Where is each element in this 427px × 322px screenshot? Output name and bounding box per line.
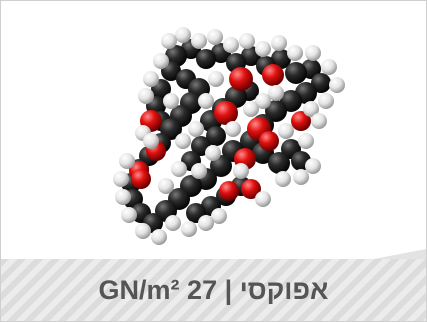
hydrogen-atom xyxy=(255,41,271,57)
hydrogen-atom xyxy=(293,169,309,185)
carbon-atom xyxy=(265,100,287,122)
hydrogen-atom xyxy=(143,133,159,149)
hydrogen-atom xyxy=(329,77,345,93)
oxygen-atom xyxy=(262,64,284,86)
hydrogen-atom xyxy=(158,178,174,194)
oxygen-atom xyxy=(259,131,279,151)
hydrogen-atom xyxy=(211,208,227,224)
oxygen-atom xyxy=(229,67,253,91)
molecule-model-graphic xyxy=(113,27,345,245)
hydrogen-atom xyxy=(275,171,291,187)
hydrogen-atom xyxy=(121,207,137,223)
hydrogen-atom xyxy=(311,113,327,129)
hydrogen-atom xyxy=(191,33,207,49)
hydrogen-atom xyxy=(198,215,214,231)
hydrogen-atom xyxy=(225,121,241,137)
carbon-atom xyxy=(311,73,331,93)
carbon-atom xyxy=(271,49,291,69)
caption-corner-fold xyxy=(374,249,426,259)
hydrogen-atom xyxy=(223,37,239,53)
molecule-image xyxy=(1,1,426,259)
hydrogen-atom xyxy=(151,229,167,245)
hydrogen-atom xyxy=(233,163,249,179)
hydrogen-atom xyxy=(161,33,177,49)
hydrogen-atom xyxy=(198,93,214,109)
hydrogen-atom xyxy=(268,85,284,101)
hydrogen-atom xyxy=(175,133,191,149)
hydrogen-atom xyxy=(191,163,207,179)
hydrogen-atom xyxy=(165,215,181,231)
carbon-atom xyxy=(206,126,226,146)
hydrogen-atom xyxy=(271,35,287,51)
hydrogen-atom xyxy=(135,223,151,239)
hydrogen-atom xyxy=(138,88,154,104)
hydrogen-atom xyxy=(305,158,321,174)
carbon-atom xyxy=(285,62,307,84)
oxygen-atom xyxy=(241,179,261,199)
hydrogen-atom xyxy=(163,93,179,109)
hydrogen-atom xyxy=(181,221,197,237)
hydrogen-atom xyxy=(188,121,204,137)
hydrogen-atom xyxy=(207,29,223,45)
hydrogen-atom xyxy=(305,45,321,61)
hydrogen-atom xyxy=(239,33,255,49)
hydrogen-atom xyxy=(208,71,224,87)
hydrogen-atom xyxy=(298,133,314,149)
oxygen-atom xyxy=(219,181,239,201)
hydrogen-atom xyxy=(175,27,191,43)
hydrogen-atom xyxy=(113,171,129,187)
caption-bar xyxy=(1,259,426,321)
hydrogen-atom xyxy=(255,191,271,207)
oxygen-atom xyxy=(131,169,151,189)
hydrogen-atom xyxy=(205,145,221,161)
caption-text: אפוקסי | 27 GN/m² xyxy=(98,274,329,305)
hydrogen-atom xyxy=(119,153,135,169)
hydrogen-atom xyxy=(143,71,159,87)
hydrogen-atom xyxy=(278,123,294,139)
oxygen-atom xyxy=(291,111,311,131)
hydrogen-atom xyxy=(153,53,169,69)
hydrogen-atom xyxy=(318,93,334,109)
hydrogen-atom xyxy=(243,101,259,117)
hydrogen-atom xyxy=(255,93,271,109)
hydrogen-atom xyxy=(115,189,131,205)
carbon-atom xyxy=(268,152,290,174)
hydrogen-atom xyxy=(171,161,187,177)
hydrogen-atom xyxy=(303,101,319,117)
hydrogen-atom xyxy=(287,45,303,61)
carbon-atom xyxy=(196,49,216,69)
oxygen-atom xyxy=(214,101,238,125)
hydrogen-atom xyxy=(321,59,337,75)
